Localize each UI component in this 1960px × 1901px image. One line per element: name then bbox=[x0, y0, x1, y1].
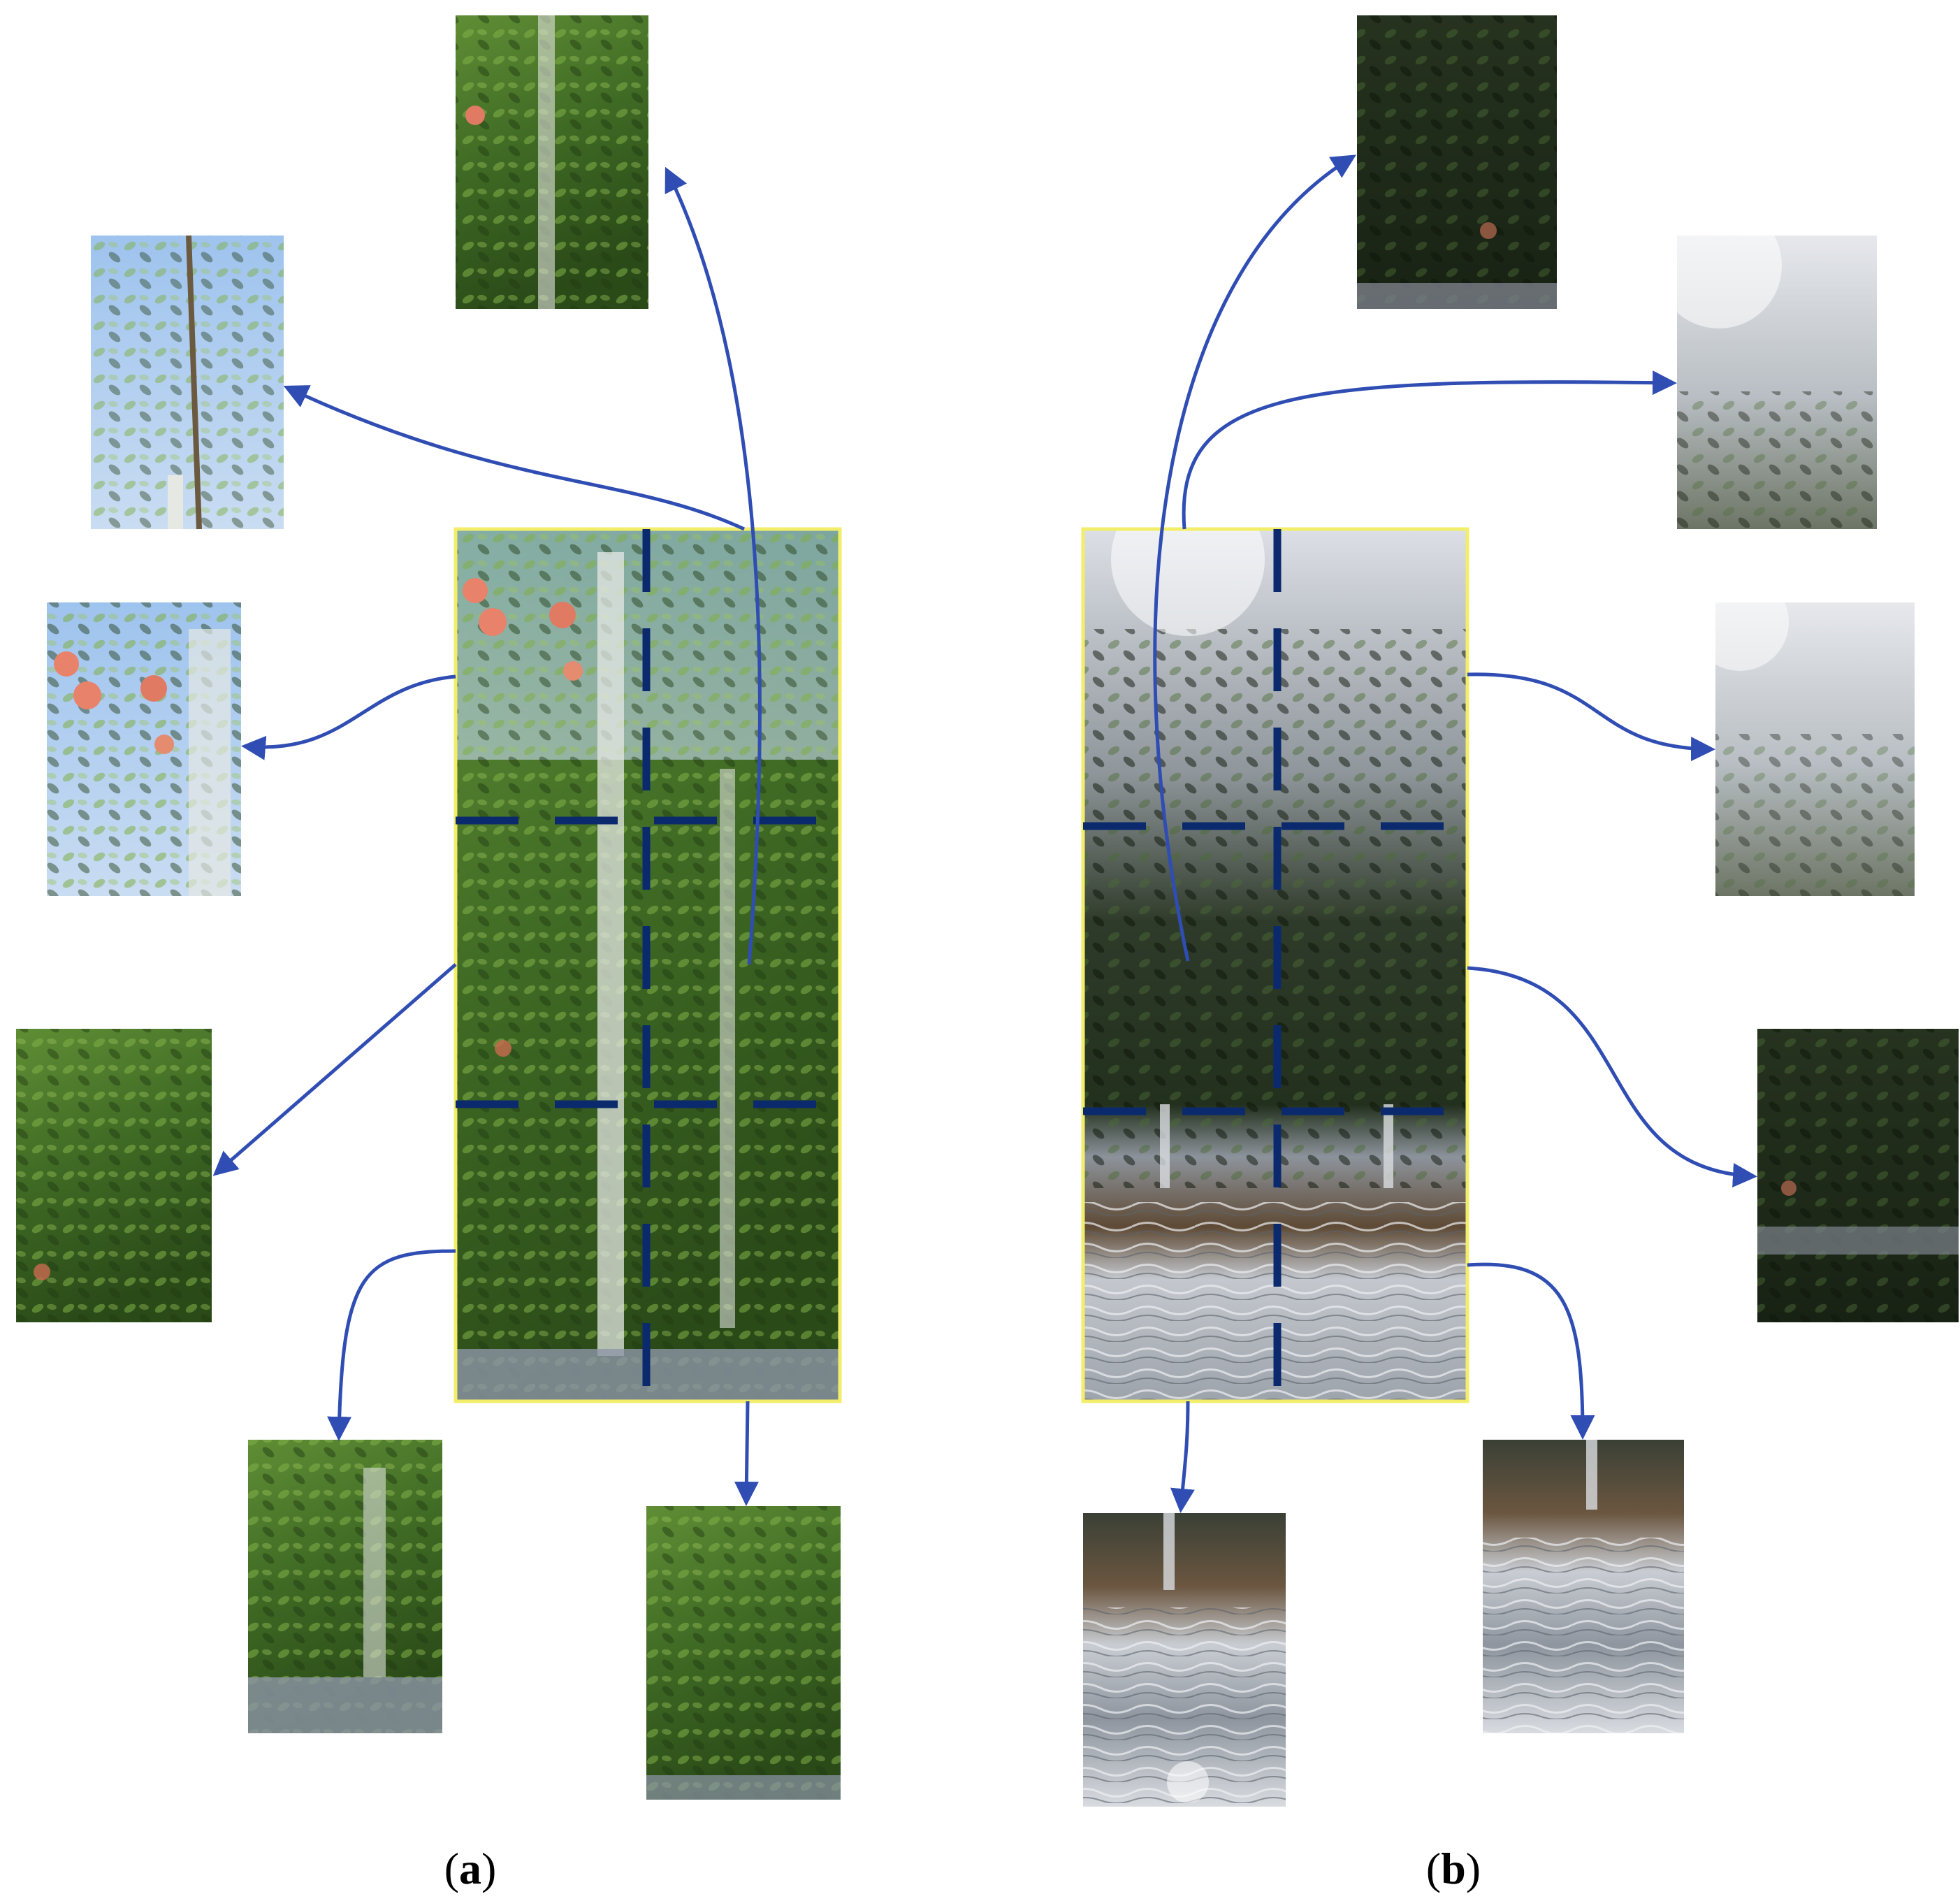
panel-a-label: (a) bbox=[444, 1844, 497, 1893]
panel-b-tile-upper-right bbox=[1656, 203, 1877, 529]
panel-a-tile-bottom-right bbox=[646, 1506, 841, 1800]
panel-a-tile-upper-left bbox=[91, 235, 284, 530]
panel-a-tile-mid-left bbox=[47, 602, 241, 896]
panel-b: (b) bbox=[1081, 15, 1959, 1893]
panel-b-tile-lower-right bbox=[1757, 1029, 1959, 1322]
panel-a: (a) bbox=[16, 15, 842, 1893]
panel-b-arrows bbox=[1153, 154, 1757, 1513]
panel-a-tile-lower-left bbox=[16, 1029, 212, 1322]
panel-b-tile-bottom-left bbox=[1083, 1513, 1286, 1807]
panel-b-tile-bottom-right bbox=[1483, 1440, 1684, 1733]
panel-b-grid bbox=[1083, 529, 1467, 1401]
panel-b-tile-mid-right bbox=[1691, 573, 1915, 896]
panel-b-label: (b) bbox=[1426, 1844, 1481, 1893]
panel-b-tile-top bbox=[1357, 15, 1557, 309]
panel-a-arrows bbox=[212, 166, 762, 1506]
panel-a-tile-bottom-left bbox=[248, 1440, 442, 1733]
panel-a-tile-top bbox=[456, 15, 648, 309]
panel-a-grid bbox=[456, 529, 840, 1401]
